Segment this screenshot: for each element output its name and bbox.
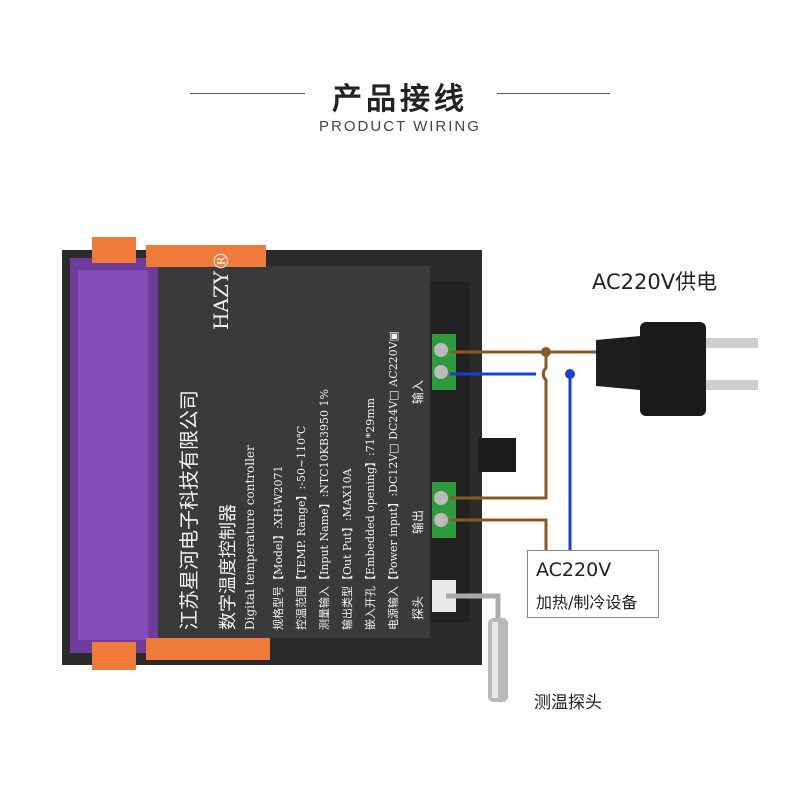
header-rule-left <box>190 93 305 94</box>
wire-brown-to-load <box>450 518 548 552</box>
brand-logo: HAZY® <box>209 251 233 330</box>
terminal-screw-2 <box>434 365 448 379</box>
product-name-en: Digital temperature controller <box>243 445 257 630</box>
top-clip-left <box>92 237 136 263</box>
wires <box>450 347 596 552</box>
power-plug <box>596 322 758 416</box>
terminal-label-output: 输出 <box>410 510 425 534</box>
wire-junction-blue <box>565 369 575 379</box>
wire-brown-to-output <box>450 352 548 500</box>
plug-prong-bottom <box>706 380 758 390</box>
top-clip-bar <box>146 245 266 267</box>
temperature-probe <box>446 593 508 702</box>
spec-line-3: 测量输入【Input Name】:NTC10KB3950 1% <box>317 389 331 630</box>
terminal-label-input: 输入 <box>410 380 425 404</box>
bottom-clip-left <box>92 642 136 670</box>
load-voltage-label: AC220V <box>536 559 612 581</box>
terminal-strip <box>430 282 470 622</box>
power-supply-label: AC220V供电 <box>592 270 718 294</box>
controller-device <box>62 237 516 670</box>
terminal-input-block <box>432 334 456 390</box>
device-knob <box>478 438 516 472</box>
load-device-label: 加热/制冷设备 <box>536 593 638 612</box>
header-rule-right <box>497 93 610 94</box>
load-device-box: AC220V 加热/制冷设备 <box>527 550 659 618</box>
plug-prong-top <box>706 338 758 348</box>
spec-line-2: 控温范围【TEMP. Range】:-50~110℃ <box>294 426 308 630</box>
page-title: 产品接线 <box>332 82 468 117</box>
spec-line-6: 电源输入【Power input】:DC12V□ DC24V□ AC220V▣ <box>386 331 400 630</box>
page-subtitle: PRODUCT WIRING <box>319 118 481 135</box>
terminal-label-probe: 探头 <box>411 596 425 620</box>
wire-junction-brown <box>541 347 551 357</box>
product-name: 数字温度控制器 <box>218 504 239 630</box>
terminal-screw-3 <box>434 491 448 505</box>
probe-label: 测温探头 <box>534 693 602 713</box>
label-panel <box>158 266 430 638</box>
company-name: 江苏星河电子科技有限公司 <box>177 390 201 630</box>
spec-line-4: 输出类型【Out Put】:MAX10A <box>340 467 354 630</box>
spec-line-1: 规格型号【Model】:XH-W2071 <box>271 465 285 630</box>
spec-line-5: 嵌入开孔【Embedded opening】:71*29mm <box>364 397 377 630</box>
purple-panel-inner <box>78 270 148 640</box>
terminal-screw-4 <box>434 513 448 527</box>
terminal-output-block <box>432 482 456 538</box>
terminal-screw-1 <box>434 343 448 357</box>
bottom-clip-bar <box>146 638 270 660</box>
